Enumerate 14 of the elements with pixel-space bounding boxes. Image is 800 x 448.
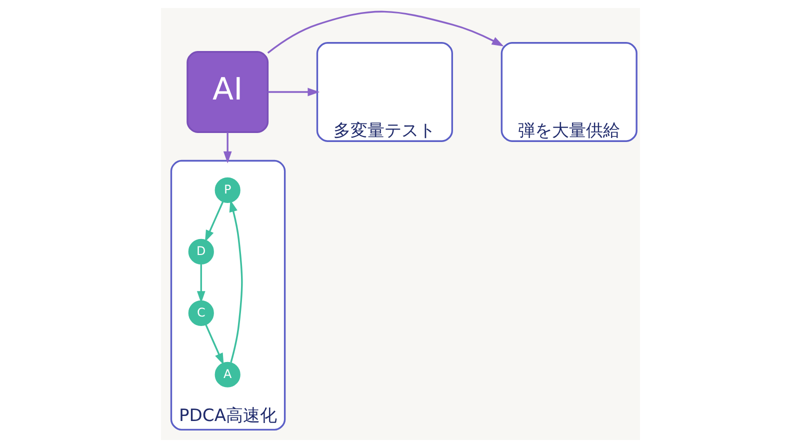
arrow <box>222 132 232 164</box>
arrow <box>204 201 224 242</box>
node-circle: D <box>188 238 214 264</box>
node-box: 多変量テスト <box>316 42 452 142</box>
node-circle: A <box>214 362 240 388</box>
arrow <box>196 264 205 304</box>
node-box: AI <box>186 51 268 133</box>
node-circle: C <box>188 300 214 326</box>
arrow <box>204 324 224 366</box>
arrow <box>266 10 504 54</box>
node-box: 弾を大量供給 <box>500 42 637 142</box>
arrow <box>228 200 242 363</box>
arrow <box>267 88 320 96</box>
node-circle: P <box>214 177 240 203</box>
